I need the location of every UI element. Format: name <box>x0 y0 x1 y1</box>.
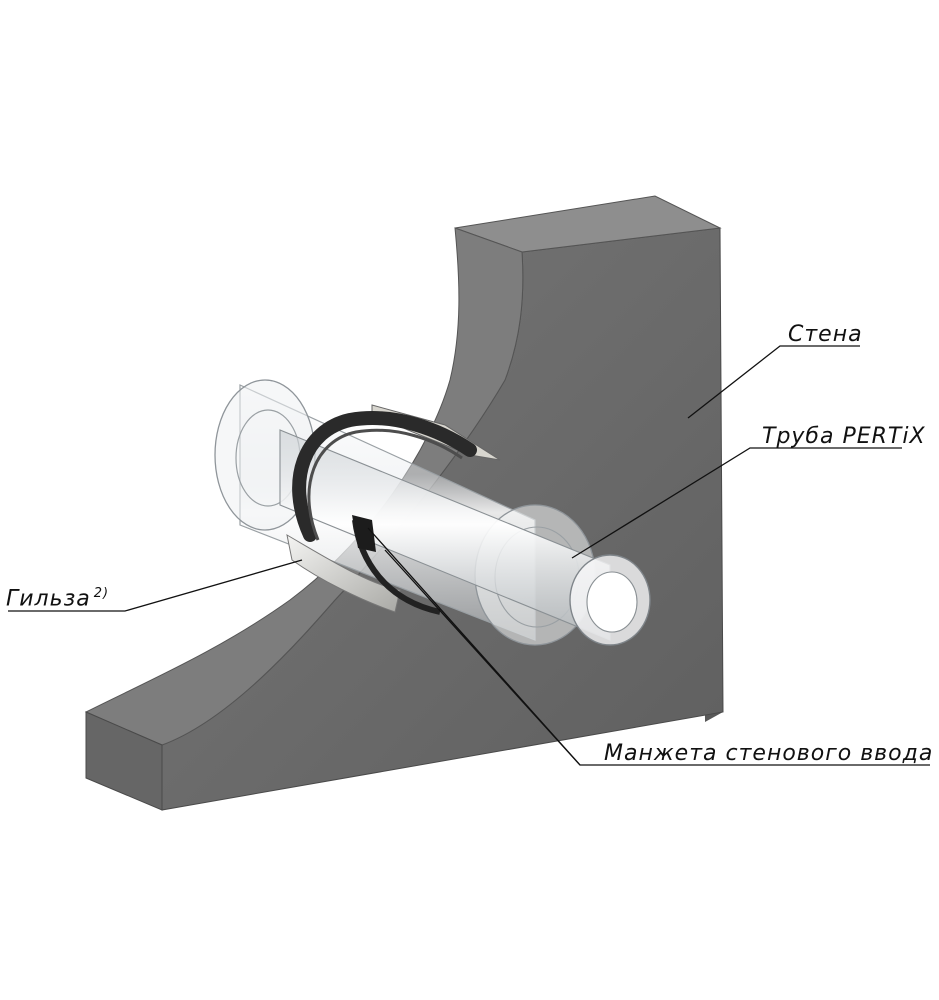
wall-entry-cuff <box>292 411 477 615</box>
leader-pipe <box>571 447 902 559</box>
cuff-ring-inner <box>307 428 463 541</box>
wall-base-end <box>85 711 163 811</box>
leader-lines <box>8 345 930 766</box>
label-sleeve-text: Гильза <box>6 586 91 612</box>
leader-sleeve <box>8 559 303 612</box>
leader-cuff-2 <box>384 549 581 766</box>
label-wall-entry-cuff: Манжета стенового ввода <box>604 741 934 766</box>
label-wall: Стена <box>788 322 863 347</box>
pipe-assembly <box>214 379 651 646</box>
sleeve-sheet <box>286 534 401 613</box>
cuff-clamp <box>352 515 376 552</box>
pertix-pipe-bore <box>586 571 638 633</box>
label-pertix-pipe: Труба PERTiX <box>762 424 926 449</box>
leader-wall <box>687 345 860 419</box>
cuff-ring-outer <box>292 411 477 542</box>
label-sleeve-footnote: 2) <box>93 586 110 601</box>
